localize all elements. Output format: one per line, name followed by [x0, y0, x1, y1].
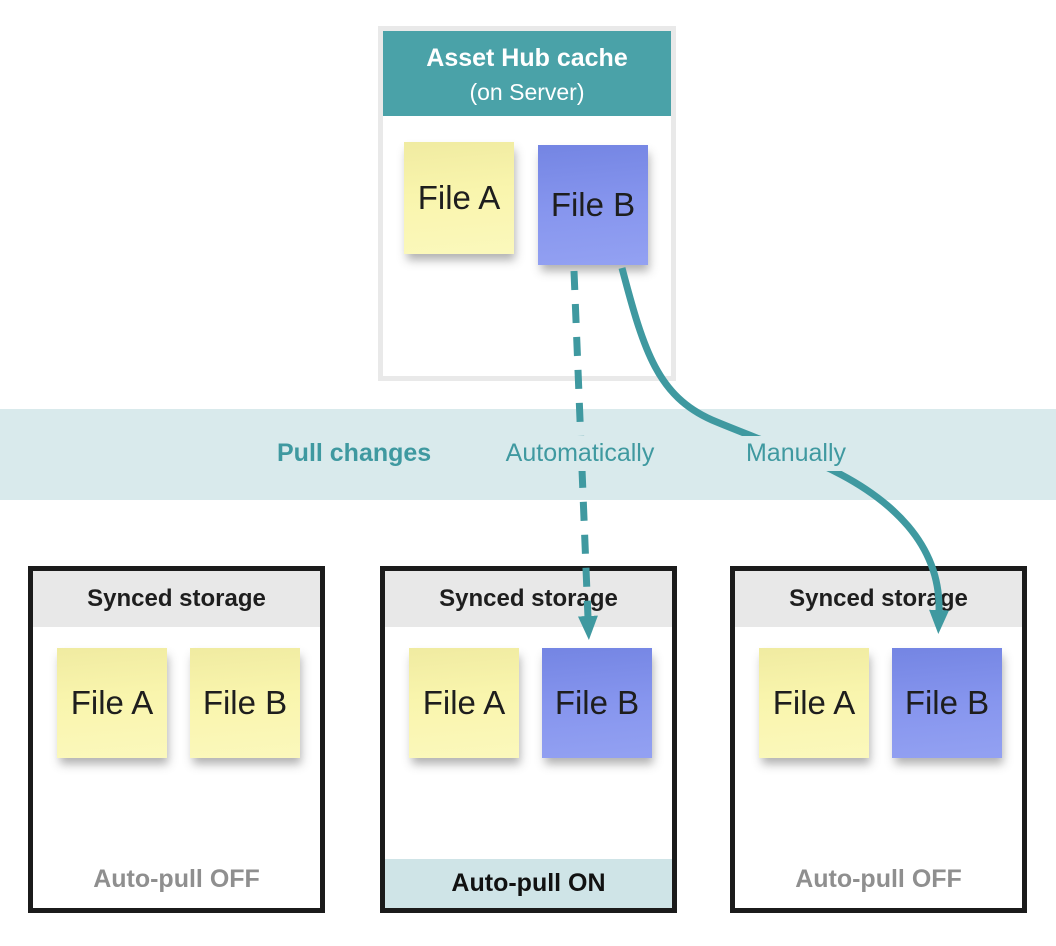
pull-changes-band: Pull changes Automatically Manually — [0, 409, 1056, 500]
synced-storage-box-left: Synced storage File A File B Auto-pull O… — [28, 566, 325, 913]
storage-middle-file-b-note: File B — [542, 648, 652, 758]
synced-storage-header: Synced storage — [385, 571, 672, 627]
asset-hub-cache-subtitle: (on Server) — [469, 79, 585, 105]
storage-left-file-b-label: File B — [202, 684, 288, 721]
storage-right-file-a-label: File A — [772, 684, 856, 721]
cache-file-a-note: File A — [404, 142, 514, 254]
synced-storage-box-middle: Synced storage File A File B Auto-pull O… — [380, 566, 677, 913]
synced-storage-header: Synced storage — [735, 571, 1022, 627]
storage-middle-file-b-label: File B — [554, 684, 640, 721]
storage-left-file-a-note: File A — [57, 648, 167, 758]
synced-storage-header: Synced storage — [33, 571, 320, 627]
auto-pull-status-badge: Auto-pull ON — [385, 859, 672, 908]
synced-storage-box-right: Synced storage File A File B Auto-pull O… — [730, 566, 1027, 913]
cache-file-a-label: File A — [417, 179, 501, 216]
asset-hub-cache-header: Asset Hub cache (on Server) — [383, 31, 671, 116]
cache-file-b-note: File B — [538, 145, 648, 265]
storage-right-file-b-note: File B — [892, 648, 1002, 758]
storage-right-file-b-label: File B — [904, 684, 990, 721]
storage-left-file-a-label: File A — [70, 684, 154, 721]
storage-middle-file-a-note: File A — [409, 648, 519, 758]
pull-changes-title: Pull changes — [270, 436, 439, 471]
cache-file-b-label: File B — [550, 186, 636, 223]
storage-left-file-b-note: File B — [190, 648, 300, 758]
pull-option-manually: Manually — [738, 436, 854, 471]
auto-pull-status-badge: Auto-pull OFF — [93, 865, 260, 893]
auto-pull-status-badge: Auto-pull OFF — [795, 865, 962, 893]
pull-option-automatically: Automatically — [498, 436, 662, 471]
asset-hub-cache-box: Asset Hub cache (on Server) File A File … — [378, 26, 676, 381]
storage-middle-file-a-label: File A — [422, 684, 506, 721]
asset-hub-cache-title: Asset Hub cache — [426, 44, 628, 72]
storage-right-file-a-note: File A — [759, 648, 869, 758]
